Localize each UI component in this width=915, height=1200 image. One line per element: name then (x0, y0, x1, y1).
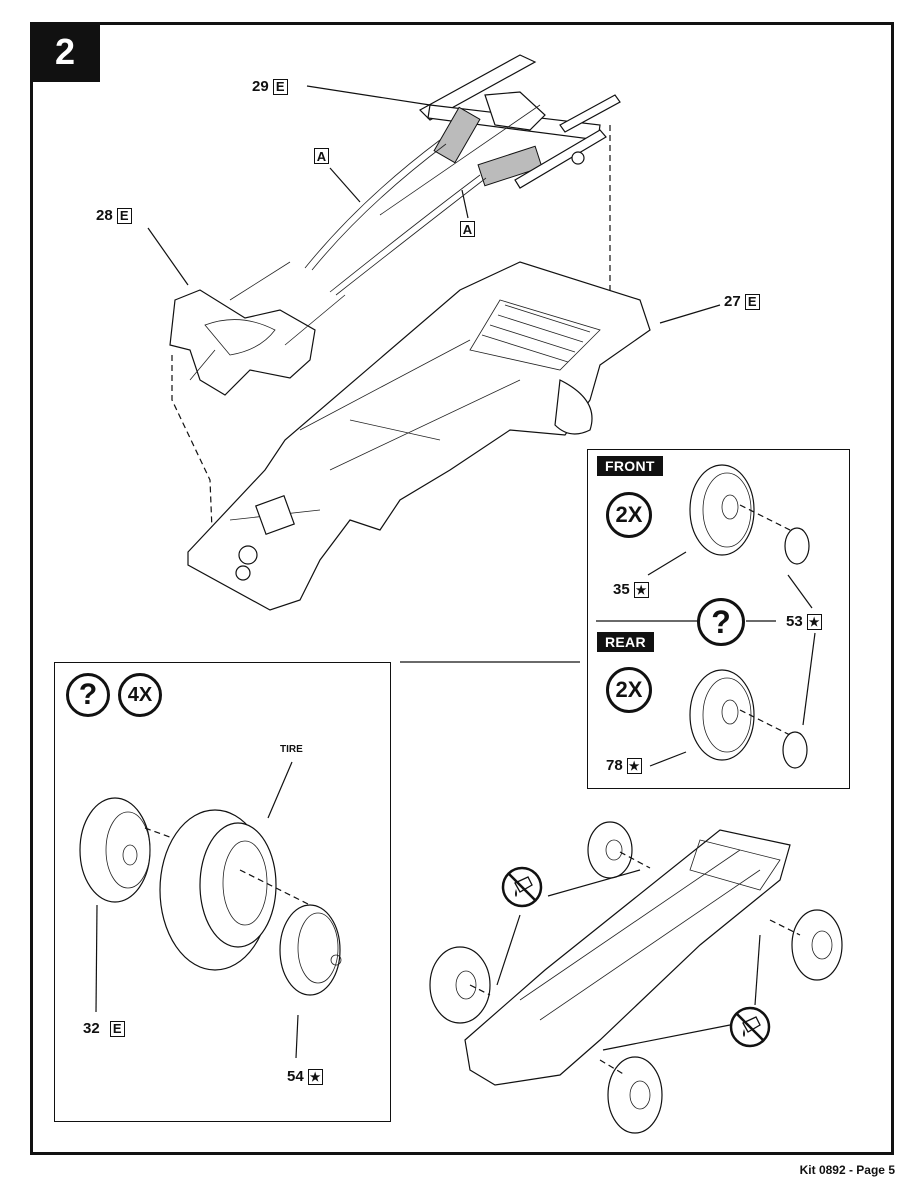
question-mark: ? (711, 603, 731, 640)
sprue-letter: E (272, 78, 288, 95)
rear-qty-badge: 2X (606, 667, 652, 713)
sprue-letter: A (314, 148, 329, 164)
callout-part-53: 53 ★ (786, 613, 822, 630)
no-glue-icon (501, 866, 543, 908)
rear-label: REAR (597, 632, 654, 652)
callout-part-32: 32 E (83, 1020, 125, 1037)
step-number-badge: 2 (30, 22, 100, 82)
part-number: 35 (613, 581, 630, 598)
star-marker-icon: ★ (626, 757, 642, 774)
sprue-letter: A (460, 221, 475, 237)
part-number: 54 (287, 1068, 304, 1085)
callout-part-a-left: A (314, 148, 329, 164)
star-marker-icon: ★ (633, 581, 649, 598)
sprue-letter: E (116, 207, 132, 224)
part-number: 78 (606, 757, 623, 774)
page-footer: Kit 0892 - Page 5 (799, 1163, 895, 1177)
callout-part-28: 28 E (96, 207, 132, 224)
part-number: 28 (96, 207, 113, 224)
glue-optional-icon: ? (66, 673, 110, 717)
question-mark: ? (78, 678, 98, 711)
part-number: 29 (252, 78, 269, 95)
part-number: 27 (724, 293, 741, 310)
tire-qty-badge: 4X (118, 673, 162, 717)
star-marker-icon: ★ (806, 613, 822, 630)
no-glue-icon (729, 1006, 771, 1048)
front-qty-badge: 2X (606, 492, 652, 538)
part-number: 32 (83, 1020, 100, 1037)
tire-label: TIRE (280, 744, 303, 755)
callout-part-54: 54 ★ (287, 1068, 323, 1085)
sprue-letter: E (109, 1020, 125, 1037)
callout-part-a-right: A (460, 221, 475, 237)
callout-part-78: 78 ★ (606, 757, 642, 774)
sprue-letter: E (744, 293, 760, 310)
tire-qty: 4X (127, 683, 153, 706)
callout-part-29: 29 E (252, 78, 288, 95)
front-qty: 2X (615, 502, 643, 527)
tire-panel (54, 662, 391, 1122)
callout-part-35: 35 ★ (613, 581, 649, 598)
star-marker-icon: ★ (307, 1068, 323, 1085)
part-number: 53 (786, 613, 803, 630)
step-frame (30, 22, 894, 1155)
front-label: FRONT (597, 456, 663, 476)
wheel-panel (587, 449, 850, 789)
rear-qty: 2X (615, 677, 643, 702)
glue-optional-icon: ? (697, 598, 745, 646)
callout-part-27: 27 E (724, 293, 760, 310)
